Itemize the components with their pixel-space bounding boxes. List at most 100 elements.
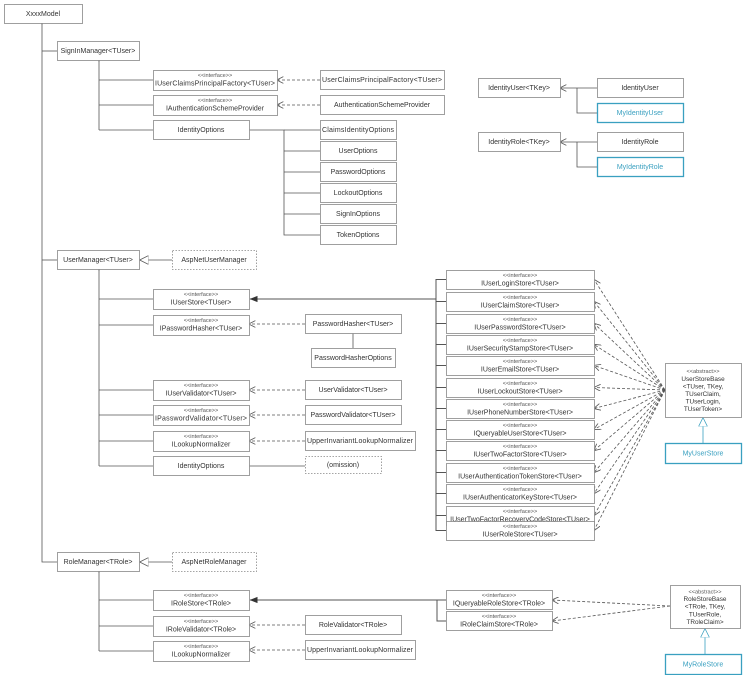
class-box-frame	[172, 552, 257, 572]
userstorebase-realizes-edge-2	[594, 324, 666, 391]
class-box-omission: (omission)	[305, 456, 382, 474]
class-box-frame	[320, 225, 397, 245]
stereotype-label: <<interface>>	[198, 98, 233, 104]
class-box-identityoptions-1: IdentityOptions	[153, 120, 250, 140]
class-box-userclaimsprincipalfactory: UserClaimsPrincipalFactory<TUser>	[320, 70, 445, 90]
class-box-frame	[305, 615, 402, 635]
class-name: IdentityRole<TKey>	[488, 139, 549, 146]
class-name: ILookupNormalizer	[172, 652, 231, 659]
class-box-iroleclaimstore: <<interface>> IRoleClaimStore<TRole>	[446, 611, 553, 631]
class-name: UserClaimsPrincipalFactory<TUser>	[322, 77, 442, 84]
class-box-frame	[153, 616, 250, 637]
class-box-iauthenticationschemeprovider: <<interface>>IAuthenticationSchemeProvid…	[153, 95, 278, 116]
class-box-userstorebase: <<abstract>>UserStoreBase<TUser, TKey,TU…	[665, 363, 742, 418]
stereotype-label: <<interface>>	[184, 644, 219, 650]
class-box-frame	[153, 95, 278, 116]
class-box-frame	[153, 70, 278, 91]
class-box-frame	[57, 250, 140, 270]
class-box-upperinvariantlookupnormalizer-2: UpperInvariantLookupNormalizer	[305, 640, 416, 660]
class-name: ILookupNormalizer	[172, 442, 231, 449]
class-box-identityuser: IdentityUser	[597, 78, 684, 98]
class-box-frame	[446, 270, 595, 290]
class-box-frame	[478, 132, 561, 152]
class-name: SignInOptions	[336, 211, 380, 218]
stereotype-label: <<interface>>	[482, 614, 517, 620]
class-box-iusersecuritystampstore: <<interface>>IUserSecurityStampStore<TUs…	[446, 335, 595, 355]
class-name: AspNetRoleManager	[182, 559, 248, 566]
class-name: XxxxModel	[26, 11, 61, 18]
stereotype-label: <<interface>>	[503, 273, 538, 279]
class-name: IPasswordValidator<TUser>	[155, 416, 247, 423]
class-name: PasswordValidator<TUser>	[310, 412, 395, 419]
class-box-frame	[446, 292, 595, 312]
class-name-line: TUserToken>	[684, 406, 722, 413]
class-name: IUserAuthenticatorKeyStore<TUser>	[463, 495, 577, 502]
class-box-frame	[57, 41, 140, 61]
class-name: IQueryableRoleStore<TRole>	[453, 601, 545, 608]
stereotype-label: <<interface>>	[184, 318, 219, 324]
stereotype-label: <<interface>>	[184, 619, 219, 625]
class-name: IdentityUser<TKey>	[488, 85, 550, 92]
class-box-irolestore: <<interface>>IRoleStore<TRole>	[153, 590, 250, 611]
class-box-frame	[153, 380, 250, 401]
class-box-iusertwofactorstore: <<interface>>IUserTwoFactorStore<TUser>	[446, 441, 595, 461]
class-name: TokenOptions	[337, 232, 380, 239]
class-box-iuserpasswordstore: <<interface>>IUserPasswordStore<TUser>	[446, 314, 595, 334]
userstorebase-realizes-edge-5	[594, 388, 666, 391]
class-box-identityrole-tkey: IdentityRole<TKey>	[478, 132, 561, 152]
class-box-frame	[305, 431, 416, 451]
class-box-ipasswordhasher: <<interface>>IPasswordHasher<TUser>	[153, 315, 250, 336]
class-box-frame	[153, 289, 250, 310]
class-box-frame	[597, 78, 684, 98]
class-name-line: <TUser, TKey,	[683, 383, 724, 390]
class-box-frame	[320, 120, 397, 140]
class-box-frame	[665, 363, 742, 418]
userstorebase-realizes-edge-8	[594, 389, 666, 451]
class-name: IUserAuthenticationTokenStore<TUser>	[458, 474, 582, 481]
class-box-frame	[57, 552, 140, 572]
class-name: IUserStore<TUser>	[171, 300, 232, 307]
stereotype-label: <<abstract>>	[687, 369, 720, 375]
class-box-frame	[446, 420, 595, 440]
class-box-useroptions: UserOptions	[320, 141, 397, 161]
userstorebase-realizes-edge-4	[594, 366, 666, 391]
class-box-iuserlockoutstore: <<interface>>IUserLockoutStore<TUser>	[446, 378, 595, 398]
class-name: IRoleValidator<TRole>	[166, 627, 236, 634]
class-name: RoleValidator<TRole>	[319, 622, 387, 629]
stereotype-label: <<interface>>	[184, 434, 219, 440]
class-box-passwordoptions: PasswordOptions	[320, 162, 397, 182]
class-box-ilookupnormalizer-2: <<interface>> ILookupNormalizer	[153, 641, 250, 662]
class-box-frame	[446, 314, 595, 334]
userstorebase-realizes-edge-12	[594, 389, 666, 531]
class-box-frame	[153, 405, 250, 426]
class-box-claimsidentityoptions: ClaimsIdentityOptions	[320, 120, 397, 140]
class-name: RoleManager<TRole>	[64, 559, 133, 566]
class-box-iqueryablerolestore: <<interface>>IQueryableRoleStore<TRole>	[446, 590, 553, 610]
xxxxmodel-aggregation-edge	[42, 24, 57, 563]
class-name-line: RoleStoreBase	[684, 596, 727, 603]
class-box-frame	[596, 102, 685, 124]
class-box-iuserloginstore: <<interface>> IUserLoginStore<TUser>	[446, 270, 595, 290]
class-name: IRoleStore<TRole>	[171, 601, 231, 608]
class-name: UserOptions	[339, 148, 378, 155]
class-box-aspnetrolemanager: AspNetRoleManager	[172, 552, 257, 572]
stereotype-label: <<interface>>	[184, 292, 219, 298]
stereotype-label: <<interface>>	[503, 423, 538, 429]
rolestorebase-realizes-edge-2	[552, 605, 671, 621]
class-box-usermanager: UserManager<TUser>	[57, 250, 140, 270]
class-box-myidentityuser: MyIdentityUser	[596, 102, 685, 124]
class-box-identityrole: IdentityRole	[597, 132, 684, 152]
class-box-signinoptions: SignInOptions	[320, 204, 397, 224]
class-box-xxxxmodel: XxxxModel	[4, 4, 83, 24]
class-box-frame	[478, 78, 561, 98]
class-name: IUserClaimsPrincipalFactory<TUser>	[155, 81, 275, 88]
class-box-identityoptions-2: IdentityOptions	[153, 456, 250, 476]
class-box-iuserclaimsprincipalfactory: <<interface>>IUserClaimsPrincipalFactory…	[153, 70, 278, 91]
class-box-passwordhasher: PasswordHasher<TUser>	[305, 314, 402, 334]
class-box-frame	[153, 641, 250, 662]
class-name: MyRoleStore	[683, 662, 724, 669]
class-name: IUserLoginStore<TUser>	[481, 281, 559, 288]
class-name: IRoleClaimStore<TRole>	[460, 622, 538, 629]
myidentityuser-inherits-edge	[576, 88, 597, 114]
userstorebase-realizes-edge-3	[594, 345, 666, 391]
